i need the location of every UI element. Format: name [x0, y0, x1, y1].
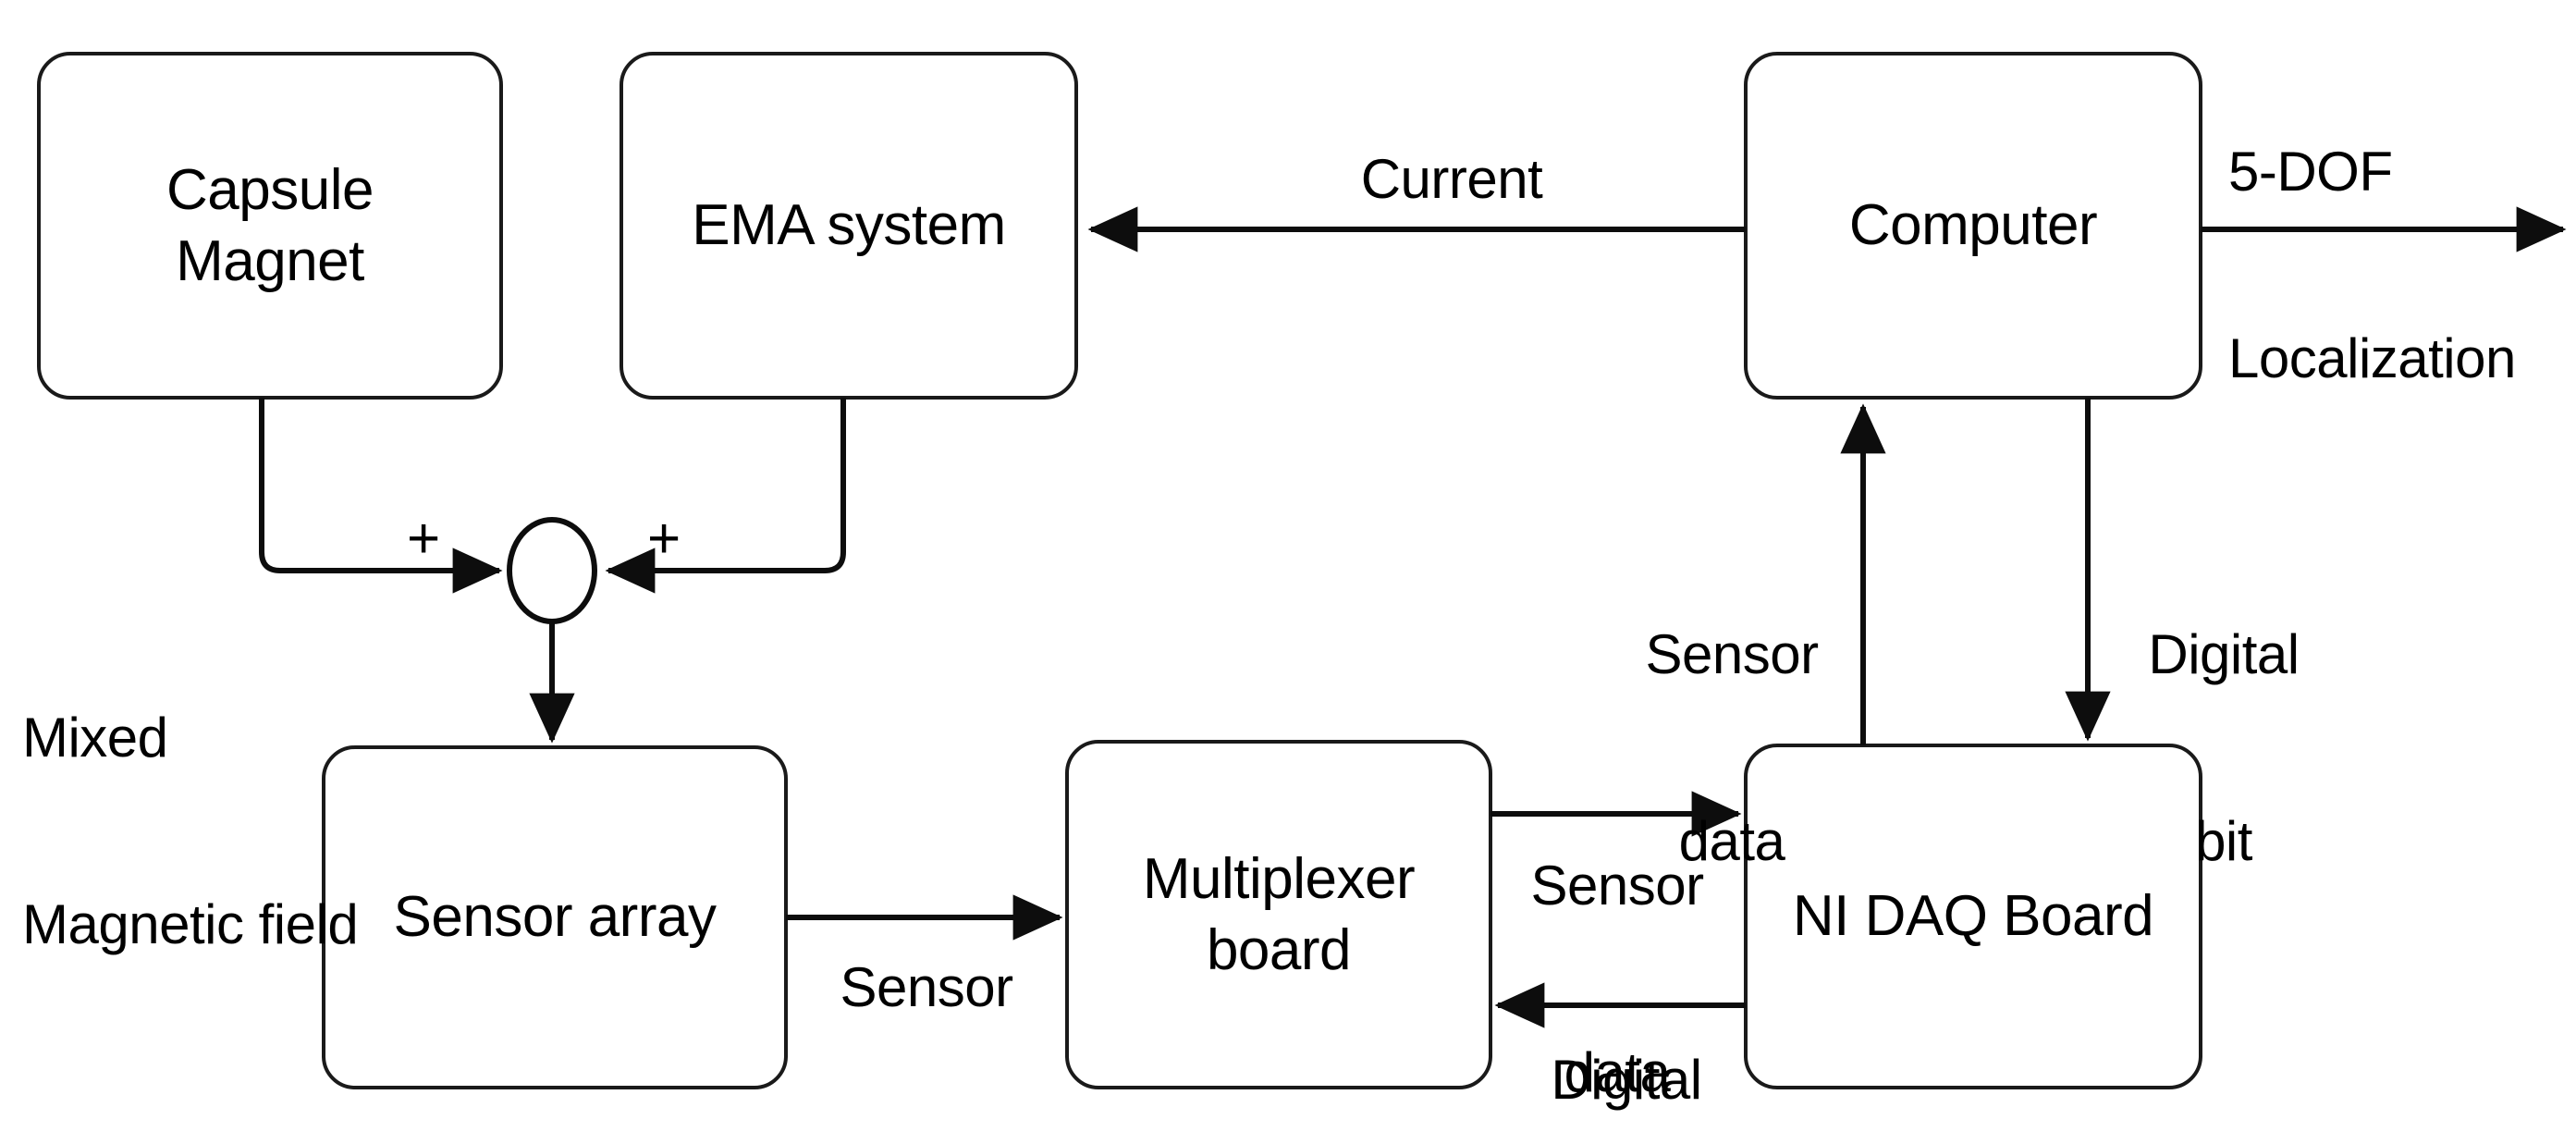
digital-bit-mux-line1: Digital [1551, 1049, 1702, 1112]
mixed-line2: Magnetic field [22, 892, 359, 955]
computer-box-shape [1744, 52, 2202, 400]
mixed-line1: Mixed [22, 707, 168, 769]
multiplexer-board-box-shape [1065, 740, 1492, 1089]
edge-ema-to-junction [605, 398, 846, 594]
ema-system-box-shape [619, 52, 1078, 400]
sensor-data-array-line2: data [797, 1143, 1056, 1144]
summing-junction-circle [507, 517, 597, 624]
edge-label-sensor-data-array-to-mux: Sensor data [797, 832, 1056, 1144]
summing-junction-plus-left: + [407, 507, 441, 571]
edge-label-five-dof-localization: 5-DOF Localization [2228, 17, 2576, 514]
summing-junction-plus-right: + [647, 507, 681, 571]
edge-label-sensor-data-daq-to-computer: Sensor data [1611, 499, 1853, 997]
digital-bit-pc-line1: Digital [2148, 623, 2300, 686]
sensor-data-pc-line2: data [1678, 809, 1785, 872]
sensor-data-pc-line1: Sensor [1645, 623, 1819, 686]
ni-daq-board-box-shape [1744, 744, 2202, 1089]
sensor-data-mux-line2: data [1564, 1040, 1671, 1103]
edge-capsule-to-junction [259, 398, 503, 594]
sensor-data-mux-line1: Sensor [1530, 855, 1704, 917]
five-dof-line1: 5-DOF [2228, 141, 2393, 203]
five-dof-line2: Localization [2228, 326, 2516, 389]
sensor-data-array-line1: Sensor [840, 956, 1013, 1019]
edge-label-current: Current [1360, 148, 1543, 210]
edge-label-sensor-data-mux-to-daq: Sensor data [1496, 731, 1738, 1144]
capsule-magnet-box-shape [37, 52, 503, 400]
edge-label-digital-bit-daq-to-mux: Digital bit [1511, 925, 1742, 1144]
edge-label-mixed-magnetic-field: Mixed Magnetic field [22, 583, 466, 1080]
edge-label-digital-bit-computer-to-daq: Digital bit [2108, 499, 2339, 997]
digital-bit-pc-line2: bit [2195, 809, 2252, 872]
